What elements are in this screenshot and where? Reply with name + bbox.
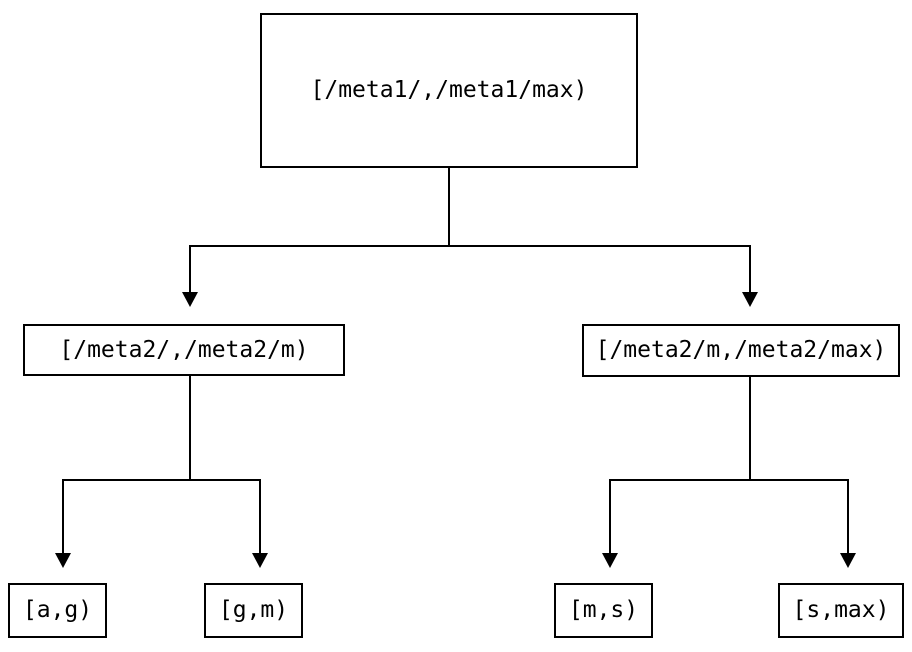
node-root-label: [/meta1/,/meta1/max) [310,77,588,103]
node-leaf-ms-label: [m,s) [568,597,639,623]
edge-meta2low-children [55,376,268,568]
edge-root-children [182,168,758,307]
node-leaf-gm: [g,m) [204,583,303,638]
node-leaf-smax-label: [s,max) [792,597,890,623]
arrow-down-icon [252,553,268,568]
node-leaf-smax: [s,max) [778,583,904,638]
node-leaf-gm-label: [g,m) [218,597,289,623]
node-meta2-low: [/meta2/,/meta2/m) [23,324,345,376]
node-meta2-low-label: [/meta2/,/meta2/m) [59,336,309,363]
node-leaf-ag: [a,g) [8,583,107,638]
node-meta2-high: [/meta2/m,/meta2/max) [582,324,900,377]
arrow-down-icon [55,553,71,568]
node-root: [/meta1/,/meta1/max) [260,13,638,168]
arrow-down-icon [742,292,758,307]
arrow-down-icon [840,553,856,568]
node-leaf-ag-label: [a,g) [22,597,93,623]
node-leaf-ms: [m,s) [554,583,653,638]
arrow-down-icon [182,292,198,307]
arrow-down-icon [602,553,618,568]
node-meta2-high-label: [/meta2/m,/meta2/max) [595,337,887,363]
edge-meta2high-children [602,377,856,568]
